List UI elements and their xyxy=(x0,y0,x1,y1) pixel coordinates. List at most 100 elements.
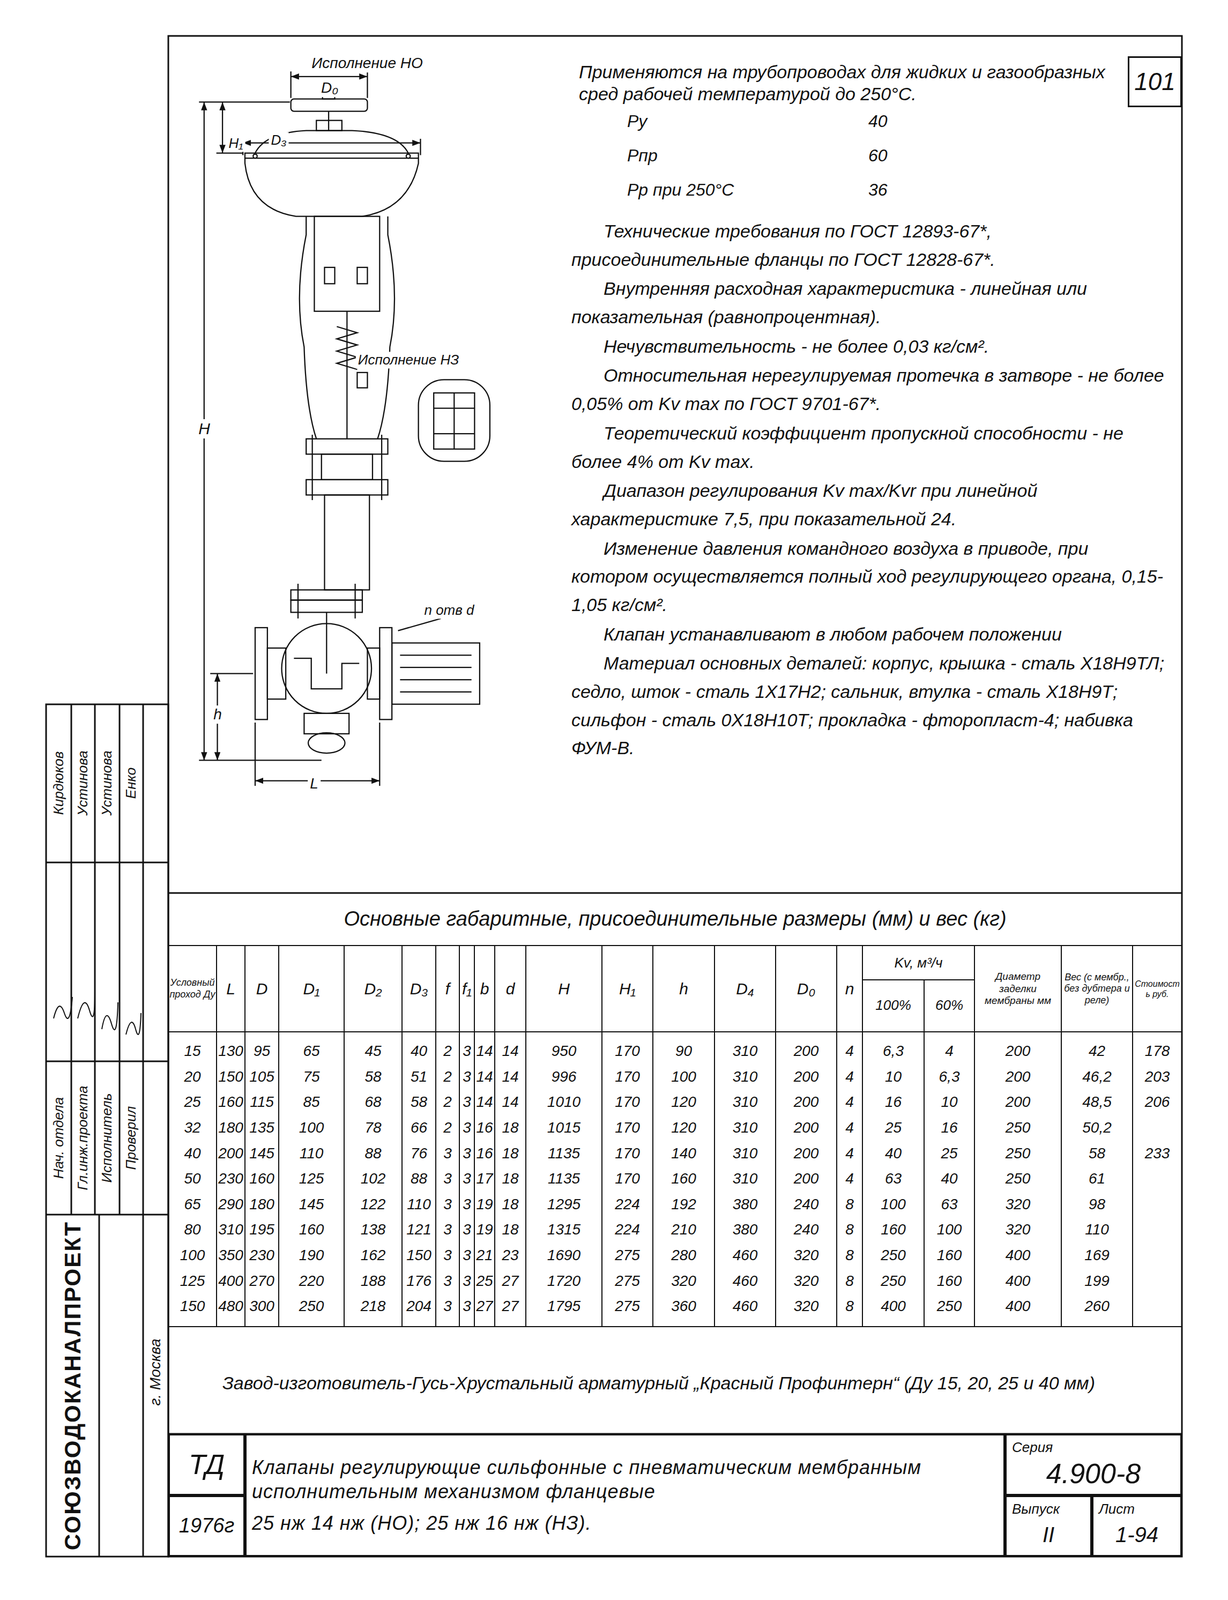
approval-stamp xyxy=(70,704,73,1215)
table-cell: 6,3 xyxy=(863,1039,924,1063)
spec-paragraph: Относительная нерегулируемая протечка в … xyxy=(571,361,1167,418)
table-cell: 2 xyxy=(436,1115,459,1140)
stamp-name: Кирдюков xyxy=(47,708,71,859)
table-cell: 40 xyxy=(925,1166,974,1191)
table-cell: 400 xyxy=(975,1268,1061,1293)
table-cell: 138 xyxy=(345,1217,401,1242)
table-cell: 45 xyxy=(345,1039,401,1063)
table-cell: 240 xyxy=(776,1192,836,1217)
approval-stamp xyxy=(46,704,169,1557)
table-cell: 3 xyxy=(460,1192,474,1217)
table-header: Стоимость руб. xyxy=(1133,947,1181,1031)
approval-stamp xyxy=(94,704,96,1215)
table-grid xyxy=(168,1031,1182,1033)
table-cell: 40 xyxy=(863,1141,924,1165)
table-cell: 224 xyxy=(603,1217,652,1242)
yoke xyxy=(314,216,380,312)
table-cell: 125 xyxy=(279,1166,344,1191)
diaphragm-actuator xyxy=(316,120,342,131)
table-cell: 400 xyxy=(863,1294,924,1319)
table-cell: 76 xyxy=(403,1141,435,1165)
spec-paragraph: Изменение давления командного воздуха в … xyxy=(571,534,1167,620)
bonnet-column xyxy=(306,479,388,496)
box-text: 101 xyxy=(1134,66,1176,98)
table-cell: 150 xyxy=(217,1065,244,1089)
table-header: H₁ xyxy=(603,947,652,1031)
table-cell: 63 xyxy=(863,1166,924,1191)
table-cell: 150 xyxy=(403,1243,435,1268)
valve-body xyxy=(255,583,392,754)
table-cell: 203 xyxy=(1133,1065,1181,1089)
organization-name: СОЮЗВОДОКАНАЛПРОЕКТ xyxy=(51,1219,95,1552)
table-cell: 8 xyxy=(837,1192,862,1217)
dimension-lines xyxy=(198,101,290,103)
closed-version-detail xyxy=(418,379,490,461)
table-cell: 230 xyxy=(217,1166,244,1191)
table-cell: 65 xyxy=(169,1192,216,1217)
table-cell: 122 xyxy=(345,1192,401,1217)
table-header: Вес (с мембр., без дубтера и реле) xyxy=(1062,947,1132,1031)
table-cell: 320 xyxy=(776,1243,836,1268)
table-cell: 6,3 xyxy=(925,1065,974,1089)
pressure-name: Pпр xyxy=(627,141,842,170)
table-cell: 460 xyxy=(715,1294,775,1319)
dimension-lines xyxy=(254,722,256,786)
table-cell: 170 xyxy=(603,1166,652,1191)
dimension-label: D₃ xyxy=(268,131,289,149)
table-cell: 3 xyxy=(436,1294,459,1319)
table-cell: 480 xyxy=(217,1294,244,1319)
table-header: 60% xyxy=(925,980,974,1031)
table-cell: 100 xyxy=(863,1192,924,1217)
table-cell: 80 xyxy=(169,1217,216,1242)
table-cell: 1135 xyxy=(526,1166,601,1191)
table-cell: 120 xyxy=(653,1090,714,1114)
table-cell: 180 xyxy=(246,1192,278,1217)
table-cell: 145 xyxy=(246,1141,278,1165)
table-cell: 218 xyxy=(345,1294,401,1319)
table-cell: 250 xyxy=(279,1294,344,1319)
yoke xyxy=(299,216,395,439)
table-grid xyxy=(216,945,218,1327)
table-cell: 75 xyxy=(279,1065,344,1089)
valve-body xyxy=(354,583,356,619)
table-cell: 3 xyxy=(436,1217,459,1242)
approval-stamp xyxy=(101,1002,118,1030)
table-cell: 1295 xyxy=(526,1192,601,1217)
title-box: Клапаны регулирующие сильфонные с пневма… xyxy=(244,1433,1006,1557)
table-cell: 275 xyxy=(603,1268,652,1293)
table-cell: 350 xyxy=(217,1243,244,1268)
sheet-frame xyxy=(168,892,1182,895)
year-box: 1976г xyxy=(168,1495,245,1557)
text-column: Технические требования по ГОСТ 12893-67*… xyxy=(571,217,1167,764)
table-cell: 200 xyxy=(776,1090,836,1114)
table-cell: 240 xyxy=(776,1217,836,1242)
spec-paragraph: Теоретический коэффициент пропускной спо… xyxy=(571,419,1167,476)
table-cell: 27 xyxy=(495,1294,525,1319)
table-grid xyxy=(343,945,345,1327)
table-cell: 160 xyxy=(246,1166,278,1191)
table-cell: 4 xyxy=(837,1090,862,1114)
dimension-lines xyxy=(419,138,421,155)
table-cell: 275 xyxy=(603,1243,652,1268)
table-cell: 200 xyxy=(975,1065,1061,1089)
table-cell: 3 xyxy=(460,1141,474,1165)
yoke xyxy=(356,267,368,284)
table-cell: 50 xyxy=(169,1166,216,1191)
table-cell: 233 xyxy=(1133,1141,1181,1165)
table-cell: 8 xyxy=(837,1217,862,1242)
table-cell: 195 xyxy=(246,1217,278,1242)
dimension-lines xyxy=(198,71,421,786)
table-cell: 1015 xyxy=(526,1115,601,1140)
yoke xyxy=(324,267,335,284)
table-cell: 14 xyxy=(475,1090,494,1114)
issue-box: ВыпускII xyxy=(1005,1495,1092,1557)
table-cell: 21 xyxy=(475,1243,494,1268)
table-cell: 16 xyxy=(925,1115,974,1140)
side-unit xyxy=(399,691,472,693)
table-cell: 380 xyxy=(715,1192,775,1217)
table-cell: 14 xyxy=(475,1065,494,1089)
table-cell: 40 xyxy=(169,1141,216,1165)
box-text: ТД xyxy=(188,1447,225,1483)
table-cell: 3 xyxy=(460,1166,474,1191)
pressure-value: 36 xyxy=(868,175,955,204)
